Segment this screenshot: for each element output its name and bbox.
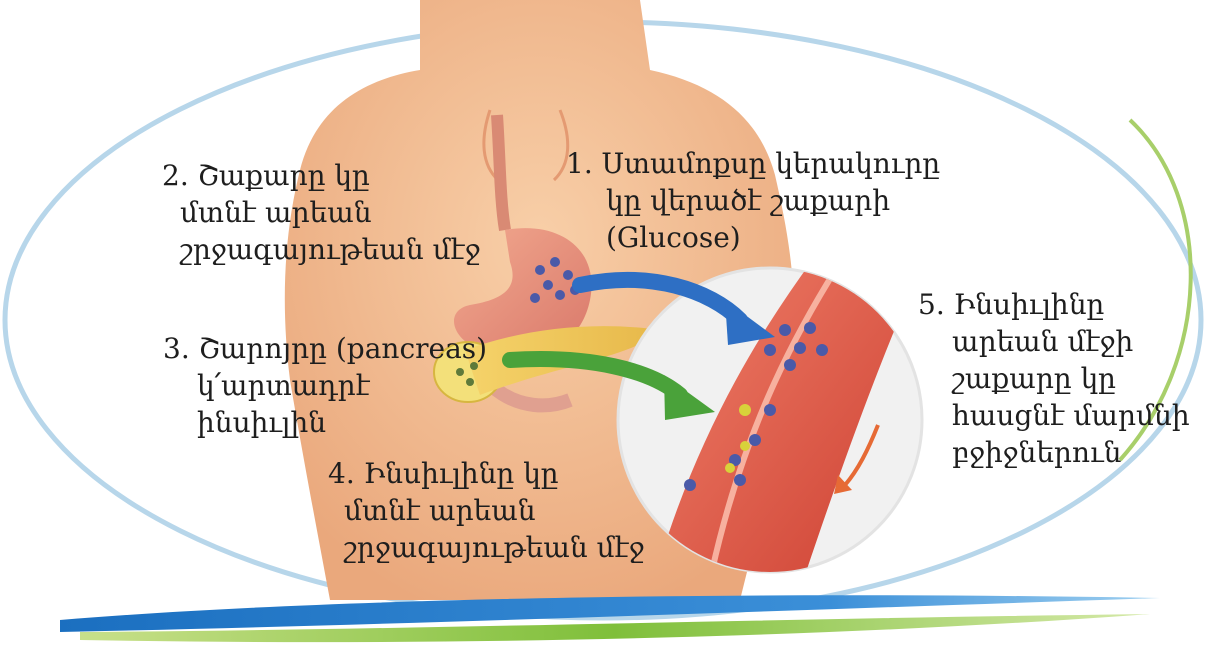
step5-line5: բջիջներուն xyxy=(918,434,1190,471)
step3-line3: ինսիւլին xyxy=(163,404,487,441)
step2-label: 2. Շաքարը կը մտնէ արեան շրջագայութեան մէ… xyxy=(162,157,481,268)
step1-label: 1. Ստամոքսը կերակուրը կը վերածէ շաքարի (… xyxy=(566,145,940,256)
step1-line3: (Glucose) xyxy=(566,219,940,256)
step5-line3: շաքարը կը xyxy=(918,360,1190,397)
step1-line2: կը վերածէ շաքարի xyxy=(566,182,940,219)
step4-label: 4. Ինսիւլինը կը մտնէ արեան շրջագայութեան… xyxy=(328,455,645,566)
step2-line2: մտնէ արեան xyxy=(162,194,481,231)
step4-line1: 4. Ինսիւլինը կը xyxy=(328,455,645,492)
step5-line2: արեան մէջի xyxy=(918,323,1190,360)
step5-label: 5. Ինսիւլինը արեան մէջի շաքարը կը հասցնէ… xyxy=(918,286,1190,471)
step1-line1: 1. Ստամոքսը կերակուրը xyxy=(566,145,940,182)
step2-line3: շրջագայութեան մէջ xyxy=(162,231,481,268)
step5-line4: հասցնէ մարմնի xyxy=(918,397,1190,434)
step3-line2: կ՛արտադրէ xyxy=(163,367,487,404)
step5-line1: 5. Ինսիւլինը xyxy=(918,286,1190,323)
step4-line3: շրջագայութեան մէջ xyxy=(328,529,645,566)
step3-label: 3. Շարոյրը (pancreas) կ՛արտադրէ ինսիւլին xyxy=(163,330,487,441)
step3-line1: 3. Շարոյրը (pancreas) xyxy=(163,330,487,367)
step2-line1: 2. Շաքարը կը xyxy=(162,157,481,194)
step4-line2: մտնէ արեան xyxy=(328,492,645,529)
